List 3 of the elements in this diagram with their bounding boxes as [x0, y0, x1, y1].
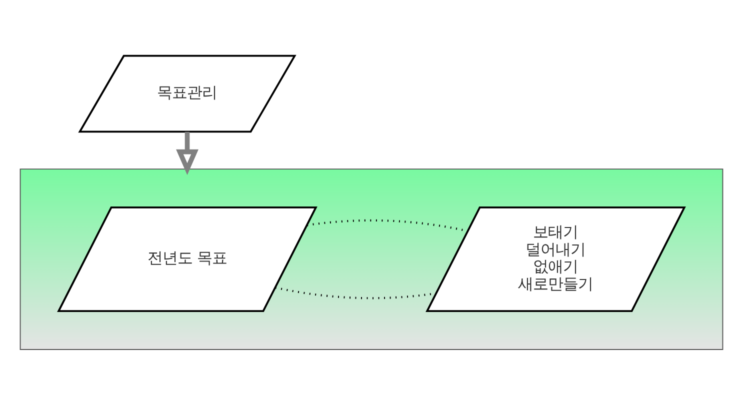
cluster: [20, 168, 724, 350]
connector: [275, 286, 436, 299]
arrow: [176, 131, 198, 175]
